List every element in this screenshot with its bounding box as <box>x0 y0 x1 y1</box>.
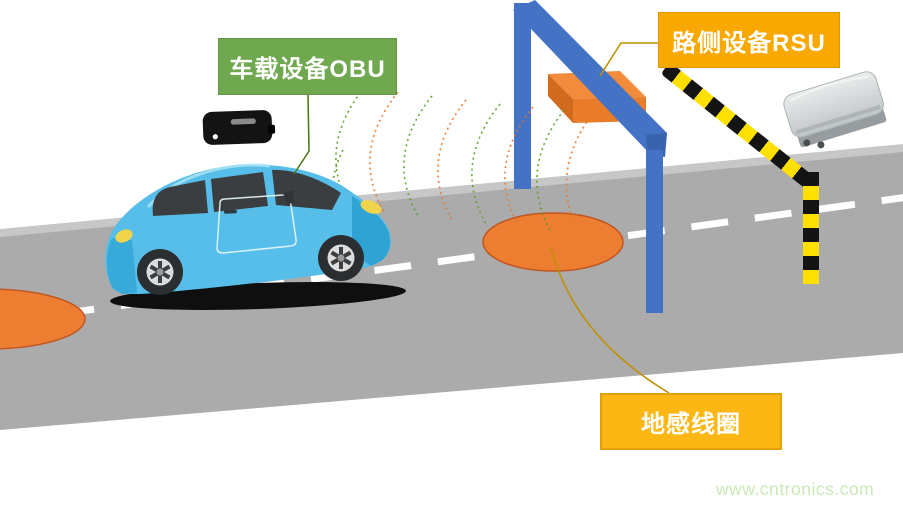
gantry-beam <box>513 0 667 153</box>
obu-label-text: 车载设备OBU <box>229 56 386 83</box>
car-rear-window <box>152 180 208 216</box>
coil-label-text: 地感线圈 <box>641 411 741 438</box>
obu-connector-line <box>293 94 310 175</box>
wave-arc <box>369 91 399 213</box>
obu-led <box>212 134 218 140</box>
antenna-highlight <box>789 76 869 102</box>
wave-arc <box>504 106 534 228</box>
barrier-arm-vertical <box>803 172 819 284</box>
radio-waves <box>332 87 594 233</box>
gantry-right-pole <box>646 150 663 313</box>
car-rear-lower <box>106 238 137 294</box>
antenna-connector-nub <box>803 139 811 147</box>
car-front-wheel <box>318 235 364 281</box>
rsu-label: 路侧设备RSU <box>658 12 840 68</box>
wave-arc <box>335 87 365 209</box>
antenna-lid <box>783 71 885 138</box>
antenna-rim <box>795 104 882 135</box>
car-door-outline <box>216 194 297 254</box>
rsu-label-text: 路侧设备RSU <box>672 29 826 57</box>
coil-connector-line <box>550 246 670 394</box>
car-rear-wheel <box>137 249 183 295</box>
car-side-mirror <box>283 190 294 204</box>
induction-coil-ellipse-partial <box>0 288 86 350</box>
car-windshield <box>272 169 341 210</box>
car <box>105 163 406 310</box>
obu-card-slot <box>230 118 256 125</box>
obu-device-button <box>267 124 276 134</box>
induction-coil-ellipse <box>482 212 624 272</box>
wave-arc <box>437 99 467 221</box>
antenna-connector-nub <box>817 141 825 149</box>
rsu-unit-box-side <box>548 74 573 123</box>
gantry <box>513 0 667 313</box>
obu-device <box>202 110 276 145</box>
car-headlight <box>360 200 382 214</box>
rsu-connector-line <box>599 42 658 77</box>
car-side-window <box>211 172 268 212</box>
rsu-antenna-device <box>783 71 887 149</box>
watermark: www.cntronics.com <box>716 479 875 499</box>
wave-arc <box>536 109 565 231</box>
car-door-handle <box>223 209 237 214</box>
coil-label: 地感线圈 <box>600 393 782 450</box>
wave-arc <box>403 95 433 217</box>
wave-arc <box>471 103 501 225</box>
wave-arc <box>332 149 344 219</box>
gantry-left-pole <box>514 3 531 189</box>
obu-label: 车载设备OBU <box>218 38 397 95</box>
car-taillight <box>115 229 133 243</box>
obu-device-body <box>202 110 273 145</box>
